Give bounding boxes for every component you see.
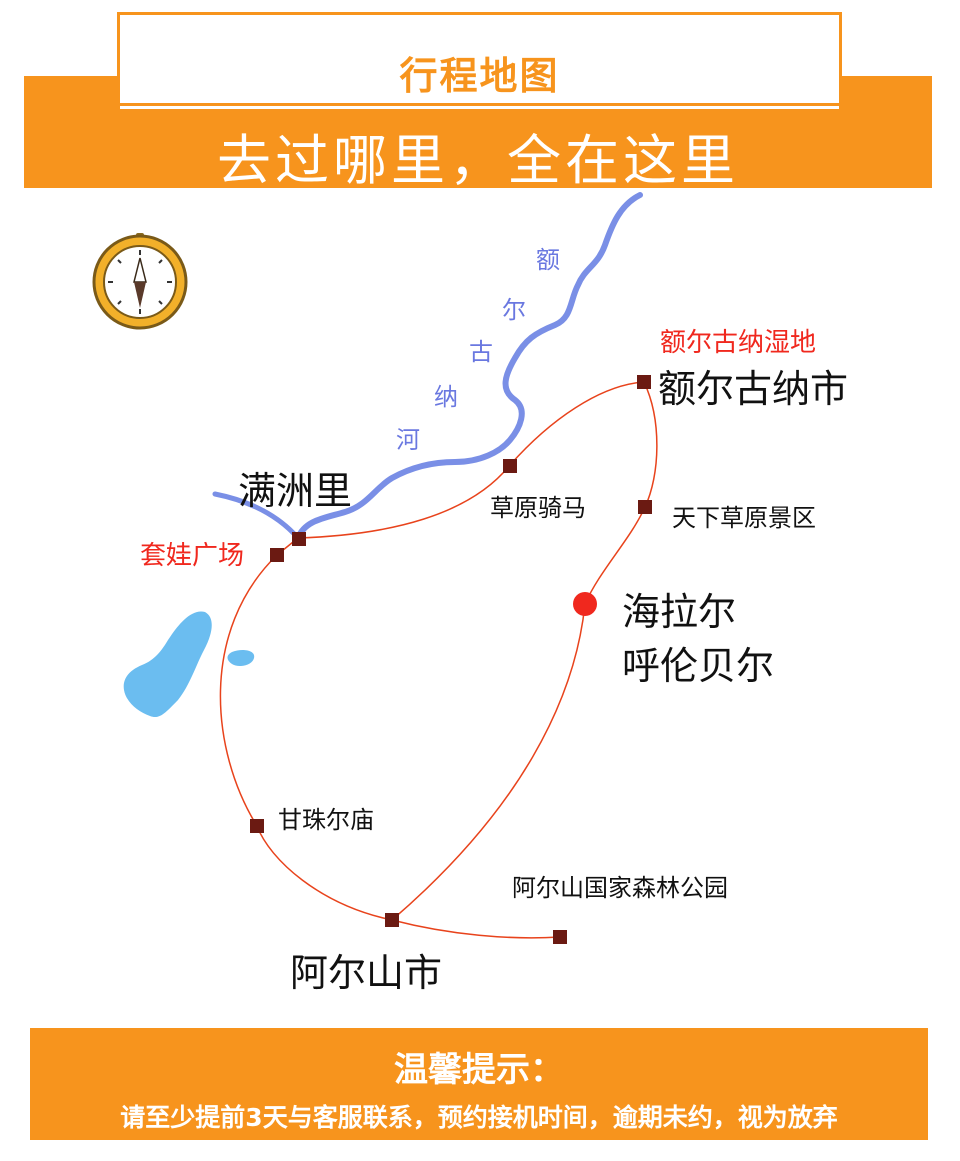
small-lake [227, 650, 255, 666]
page-subtitle: 去过哪里，全在这里 [217, 129, 739, 192]
label-erguna-wetland: 额尔古纳湿地 [660, 328, 817, 358]
hulun-lake [123, 611, 212, 718]
route-ganzhuer-to-square [219, 554, 278, 827]
marker-matryoshka-square [270, 548, 284, 562]
label-tianxia-grassland: 天下草原景区 [672, 504, 816, 532]
marker-ganzhuer-temple [250, 819, 264, 833]
marker-hailar [573, 592, 597, 616]
river-label-char: 尔 [502, 296, 526, 324]
marker-tianxia-grassland [638, 500, 652, 514]
erguna-river [295, 192, 643, 541]
river-label-char: 古 [469, 338, 493, 366]
label-ganzhuer-temple: 甘珠尔庙 [278, 806, 374, 834]
marker-arxan-city [385, 913, 399, 927]
route-arxan-to-ganzhuer [256, 825, 393, 921]
marker-erguna-city [637, 375, 651, 389]
label-erguna-city: 额尔古纳市 [658, 367, 849, 411]
label-manzhouli: 满洲里 [238, 469, 353, 513]
river-label-char: 河 [396, 426, 420, 454]
label-hailar: 海拉尔 [622, 590, 737, 634]
route-arxan-to-forestpark [391, 919, 561, 939]
marker-grassland-riding [503, 459, 517, 473]
marker-arxan-forest-park [553, 930, 567, 944]
label-arxan-city: 阿尔山市 [290, 951, 443, 995]
label-arxan-forest-park: 阿尔山国家森林公园 [512, 874, 728, 902]
label-grassland-riding: 草原骑马 [490, 494, 586, 522]
marker-manzhouli [292, 532, 306, 546]
tips-banner: 温馨提示： 请至少提前3天与客服联系，预约接机时间，逾期未约，视为放弃 [30, 1028, 928, 1140]
label-matryoshka-square: 套娃广场 [140, 541, 245, 571]
route-hailar-to-arxan [391, 603, 586, 921]
river-label-char: 纳 [434, 383, 458, 411]
river-label-char: 额 [536, 246, 560, 274]
river-branch [212, 491, 301, 541]
route-erguna-to-hailar [584, 381, 658, 605]
tips-title: 温馨提示： [394, 1050, 564, 1090]
compass-icon [92, 233, 188, 330]
label-hulunbuir: 呼伦贝尔 [622, 644, 775, 688]
tips-text: 请至少提前3天与客服联系，预约接机时间，逾期未约，视为放弃 [120, 1103, 838, 1132]
page-title: 行程地图 [399, 54, 560, 98]
title-box: 行程地图 [117, 12, 842, 112]
